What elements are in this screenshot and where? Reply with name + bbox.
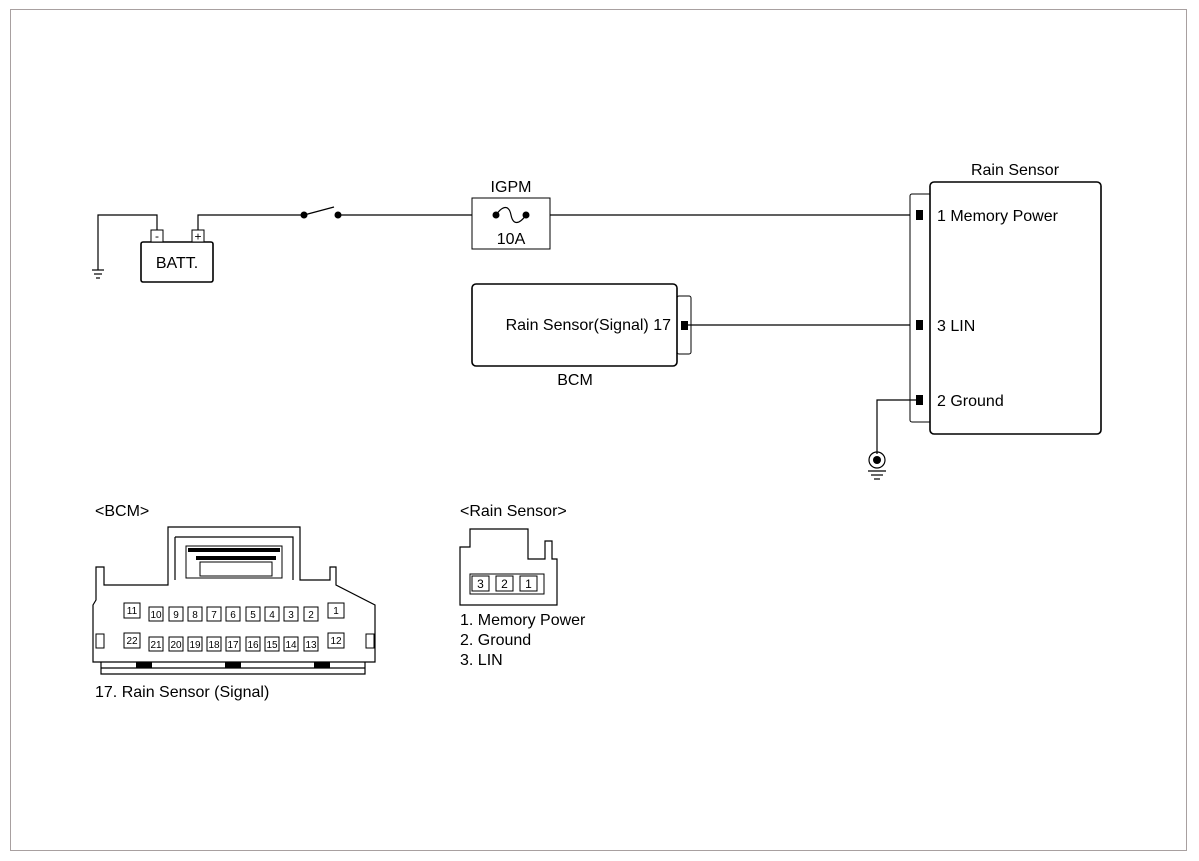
bcm-pin — [245, 636, 261, 652]
rain-sensor-box — [929, 181, 1102, 435]
ground-wire — [876, 399, 916, 454]
bcm-pin-number: 17 — [227, 640, 239, 651]
bcm-pin-number: 3 — [288, 610, 294, 621]
rain-sensor-label: Rain Sensor — [971, 162, 1060, 179]
bcm-pin — [327, 632, 345, 649]
rain-sensor-pin-terminal — [916, 320, 923, 330]
battery-box — [140, 241, 214, 283]
rain-sensor-legend-item: 2. Ground — [460, 632, 531, 649]
bcm-pin — [245, 606, 261, 622]
bcm-connector-housing — [92, 526, 376, 663]
bcm-pin — [148, 636, 164, 652]
rain-sensor-connector-pin — [495, 575, 514, 592]
igpm-fuse: IGPM 10A — [471, 179, 551, 250]
bcm-module: Rain Sensor(Signal) 17 BCM — [471, 283, 692, 389]
bcm-pin — [264, 636, 280, 652]
bcm-pin — [206, 606, 222, 622]
bcm-pin-number: 2 — [308, 610, 314, 621]
bcm-pin-number: 9 — [173, 610, 179, 621]
bcm-pin-number: 7 — [211, 610, 217, 621]
bcm-pin — [327, 602, 345, 619]
bcm-connector-view: <BCM> 11 10 9 8 7 6 5 4 — [92, 503, 376, 701]
diagram-frame — [10, 9, 1187, 851]
rain-sensor-connector-housing — [459, 528, 558, 606]
bcm-pin-number: 19 — [189, 640, 201, 651]
bcm-connector-note: 17. Rain Sensor (Signal) — [95, 684, 269, 701]
bcm-pin-number: 20 — [170, 640, 182, 651]
bcm-pin-label: Rain Sensor(Signal) 17 — [506, 317, 672, 334]
bcm-pin — [303, 636, 319, 652]
bcm-pin — [187, 606, 203, 622]
rain-sensor-connector-pin-number: 3 — [477, 577, 484, 591]
bcm-pin-number: 15 — [266, 640, 278, 651]
bcm-pin — [225, 606, 241, 622]
bcm-pin-number: 10 — [150, 610, 162, 621]
fuse-symbol — [495, 206, 527, 224]
rain-sensor-connector-title: <Rain Sensor> — [460, 503, 567, 520]
fuse-rating: 10A — [497, 231, 526, 248]
bcm-pin-number: 16 — [247, 640, 259, 651]
bcm-pin — [123, 602, 141, 619]
igpm-label: IGPM — [491, 179, 532, 196]
rain-sensor-pin-terminal — [916, 210, 923, 220]
rain-sensor-connector-block — [909, 193, 933, 423]
bcm-label: BCM — [557, 372, 593, 389]
rain-sensor-legend-item: 3. LIN — [460, 652, 503, 669]
battery: - + BATT. — [92, 214, 214, 283]
bcm-pin-number: 21 — [150, 640, 162, 651]
bcm-pin-number: 4 — [269, 610, 275, 621]
bcm-pin — [264, 606, 280, 622]
bcm-connector-title: <BCM> — [95, 503, 149, 520]
rain-sensor-connector-view: <Rain Sensor> 3 2 1 1. Memory Power 2. G… — [459, 503, 586, 669]
rain-sensor-pin-ground: 2 Ground — [937, 393, 1004, 410]
battery-positive-sign: + — [194, 230, 201, 244]
bcm-pin-number: 12 — [330, 636, 342, 647]
chassis-ground-icon — [868, 451, 886, 480]
rain-sensor-connector-pin — [519, 575, 538, 592]
bcm-pin — [225, 636, 241, 652]
rain-sensor-module: Rain Sensor 1 Memory Power 3 LIN 2 Groun… — [909, 162, 1102, 435]
bcm-pin — [168, 606, 184, 622]
bcm-pin-number: 5 — [250, 610, 256, 621]
rain-sensor-connector-pin — [471, 575, 490, 592]
battery-negative-terminal — [150, 229, 164, 243]
bcm-row1-pins: 11 10 9 8 7 6 5 4 3 2 1 — [123, 602, 345, 622]
battery-ground-wire — [97, 214, 158, 270]
bcm-pin-number: 8 — [192, 610, 198, 621]
bcm-pin-number: 1 — [333, 606, 339, 617]
bcm-box — [471, 283, 678, 367]
ignition-switch — [303, 206, 335, 216]
bcm-pin — [123, 632, 141, 649]
rain-sensor-pin-memory-power: 1 Memory Power — [937, 208, 1059, 225]
bcm-row2-pins: 22 21 20 19 18 17 16 15 14 13 12 — [123, 632, 345, 652]
battery-negative-sign: - — [155, 229, 159, 243]
bcm-pin-number: 11 — [127, 606, 138, 617]
rain-sensor-legend-item: 1. Memory Power — [460, 612, 586, 629]
bcm-pin — [187, 636, 203, 652]
bcm-pin-number: 18 — [208, 640, 220, 651]
rain-sensor-connector-pin-number: 2 — [501, 577, 508, 591]
bcm-pin — [206, 636, 222, 652]
fuse-box — [471, 197, 551, 250]
bcm-pin-number: 13 — [305, 640, 317, 651]
battery-label: BATT. — [156, 255, 198, 272]
rain-sensor-connector-pin-number: 1 — [525, 577, 532, 591]
bcm-pin-number: 14 — [285, 640, 297, 651]
bcm-pin-number: 6 — [230, 610, 236, 621]
bcm-pin — [168, 636, 184, 652]
bcm-pin — [148, 606, 164, 622]
bcm-pin — [283, 606, 299, 622]
rain-sensor-pin-lin: 3 LIN — [937, 318, 975, 335]
bcm-pin-terminal — [681, 321, 688, 330]
bcm-pin — [303, 606, 319, 622]
rain-sensor-pin-terminal — [916, 395, 923, 405]
bcm-pin — [283, 636, 299, 652]
bcm-pin-number: 22 — [126, 636, 138, 647]
battery-positive-wire — [197, 214, 304, 230]
